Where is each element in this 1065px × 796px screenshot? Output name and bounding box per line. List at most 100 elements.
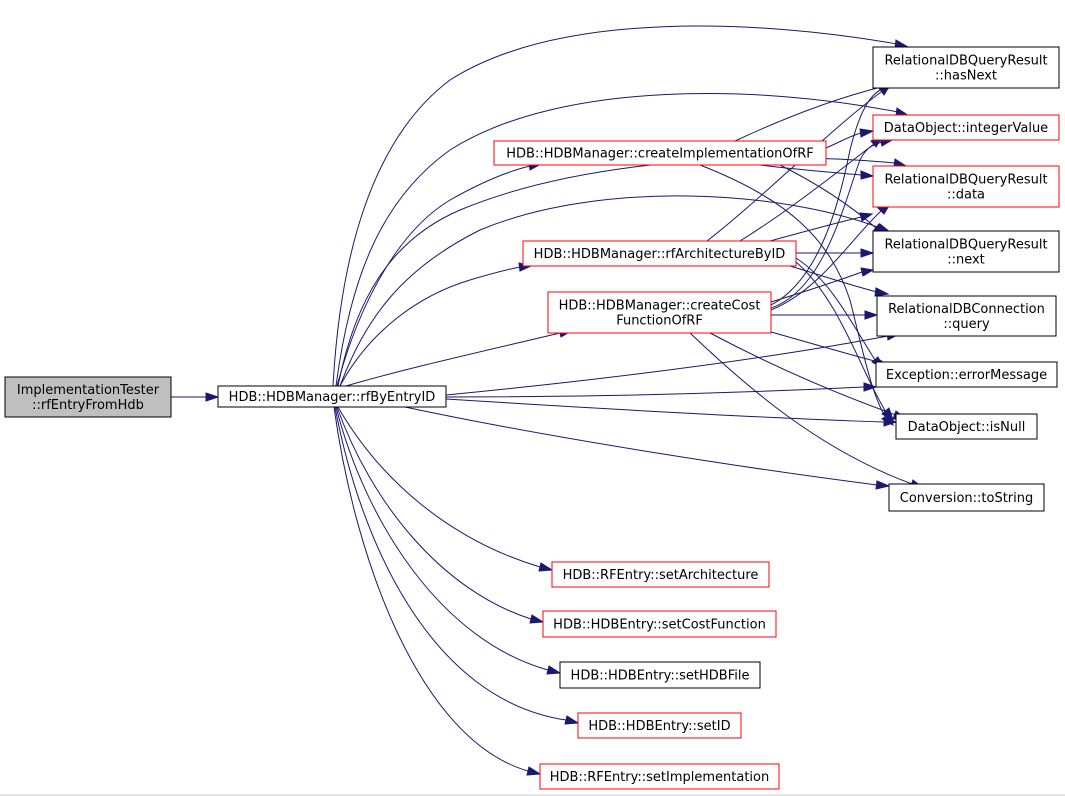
function-node-toString[interactable]: Conversion::toString: [888, 483, 1045, 512]
call-edge-rfByEntryID-to-setImplementation: [333, 406, 542, 776]
node-box: [551, 561, 770, 588]
edge-line: [333, 406, 529, 772]
call-edge-createCost-to-query: [771, 310, 879, 320]
node-box: [577, 712, 742, 739]
arrowhead-icon: [864, 310, 879, 320]
edge-line: [789, 265, 878, 293]
edge-line: [332, 25, 898, 387]
arrowhead-icon: [526, 766, 542, 776]
edge-line: [770, 210, 882, 311]
edge-line: [445, 398, 885, 423]
function-node-integerValue[interactable]: DataObject::integerValue: [872, 114, 1060, 141]
node-box: [876, 295, 1057, 337]
edge-line: [336, 165, 531, 387]
function-node-query[interactable]: RelationalDBConnection::query: [876, 295, 1057, 337]
node-box: [547, 291, 772, 334]
node-box: [4, 376, 172, 418]
edge-line: [770, 141, 883, 309]
node-label: RelationalDBQueryResult: [884, 238, 1047, 253]
edge-line: [689, 332, 913, 485]
node-label: HDB::HDBEntry::setID: [588, 719, 730, 734]
node-label: HDB::HDBManager::createImplementationOfR…: [506, 147, 814, 162]
call-edge-createCost-to-next: [770, 267, 875, 303]
function-node-setCostFunction[interactable]: HDB::HDBEntry::setCostFunction: [542, 610, 777, 638]
edge-line: [770, 88, 883, 306]
node-label: HDB::HDBManager::rfByEntryID: [229, 390, 436, 405]
node-box: [872, 230, 1060, 273]
call-nodes: ImplementationTester::rfEntryFromHdbHDB:…: [4, 46, 1060, 790]
node-label: HDB::HDBManager::rfArchitectureByID: [534, 247, 786, 262]
call-edge-rfByEntryID-to-setCostFunction: [336, 406, 545, 624]
call-edge-createCost-to-errorMessage: [770, 331, 891, 367]
call-edge-rfByEntryID-to-data: [337, 157, 908, 387]
call-edge-rfByEntryID-to-createImpl: [336, 161, 543, 387]
node-box: [875, 361, 1058, 388]
node-label: ::next: [947, 253, 985, 268]
node-label: ::data: [947, 188, 985, 203]
node-label: ::query: [943, 317, 990, 332]
call-edge-rfByEntryID-to-errorMessage: [445, 382, 878, 398]
edge-line: [334, 406, 567, 721]
function-node-rfByEntryID[interactable]: HDB::HDBManager::rfByEntryID: [217, 385, 447, 408]
node-box: [888, 483, 1045, 512]
node-label: RelationalDBQueryResult: [884, 54, 1047, 69]
arrowhead-icon: [859, 212, 874, 222]
node-box: [539, 763, 780, 790]
call-edge-rfArch-to-next: [796, 248, 875, 258]
node-box: [493, 140, 827, 166]
function-node-root[interactable]: ImplementationTester::rfEntryFromHdb: [4, 376, 172, 418]
function-node-setArchitecture[interactable]: HDB::RFEntry::setArchitecture: [551, 561, 770, 588]
call-edge-rfByEntryID-to-integerValue: [335, 93, 911, 387]
call-edge-rfByEntryID-to-isNull: [445, 398, 898, 427]
arrowhead-icon: [538, 562, 554, 572]
node-label: HDB::HDBManager::createCost: [559, 299, 761, 314]
function-node-next[interactable]: RelationalDBQueryResult::next: [872, 230, 1060, 273]
node-label: ::rfEntryFromHdb: [32, 398, 144, 413]
arrowhead-icon: [881, 413, 894, 427]
call-edge-rfByEntryID-to-query: [445, 331, 901, 396]
call-edge-createImpl-to-data: [759, 164, 875, 180]
function-node-setID[interactable]: HDB::HDBEntry::setID: [577, 712, 742, 739]
arrowhead-icon: [859, 128, 875, 138]
function-node-rfArch[interactable]: HDB::HDBManager::rfArchitectureByID: [522, 240, 797, 267]
node-box: [895, 413, 1038, 440]
arrowhead-icon: [874, 287, 890, 297]
call-edge-rfByEntryID-to-createCost: [345, 328, 573, 387]
node-label: DataObject::isNull: [908, 420, 1026, 435]
node-box: [872, 46, 1060, 89]
node-label: RelationalDBConnection: [888, 302, 1045, 317]
call-edge-rfByEntryID-to-rfArch: [339, 262, 533, 387]
arrowhead-icon: [875, 480, 891, 490]
call-edge-rfByEntryID-to-setHDBFile: [335, 406, 562, 675]
edge-line: [404, 406, 878, 486]
node-box: [522, 240, 797, 267]
edge-line: [795, 257, 876, 361]
edge-line: [339, 195, 881, 387]
function-node-hasNext[interactable]: RelationalDBQueryResult::hasNext: [872, 46, 1060, 89]
function-node-createImpl[interactable]: HDB::HDBManager::createImplementationOfR…: [493, 140, 827, 166]
node-label: HDB::RFEntry::setImplementation: [550, 770, 769, 785]
node-label: HDB::HDBEntry::setHDBFile: [571, 669, 750, 684]
node-label: ImplementationTester: [17, 383, 160, 398]
edge-line: [739, 143, 875, 242]
arrowhead-icon: [564, 715, 580, 725]
edge-line: [335, 93, 899, 387]
node-label: Exception::errorMessage: [886, 368, 1047, 383]
edge-line: [734, 86, 882, 142]
edge-line: [770, 271, 863, 303]
function-node-setImplementation[interactable]: HDB::RFEntry::setImplementation: [539, 763, 780, 790]
function-node-isNull[interactable]: DataObject::isNull: [895, 413, 1038, 440]
function-node-errorMessage[interactable]: Exception::errorMessage: [875, 361, 1058, 388]
function-node-data[interactable]: RelationalDBQueryResult::data: [872, 165, 1060, 208]
call-edge-rfArch-to-data: [769, 212, 874, 242]
node-label: Conversion::toString: [900, 491, 1034, 506]
node-box: [872, 165, 1060, 208]
function-node-setHDBFile[interactable]: HDB::HDBEntry::setHDBFile: [559, 661, 761, 689]
edge-line: [339, 266, 521, 387]
node-label: FunctionOfRF: [616, 314, 703, 329]
edge-line: [770, 331, 879, 363]
arrowhead-icon: [860, 267, 875, 277]
node-label: DataObject::integerValue: [884, 121, 1048, 136]
